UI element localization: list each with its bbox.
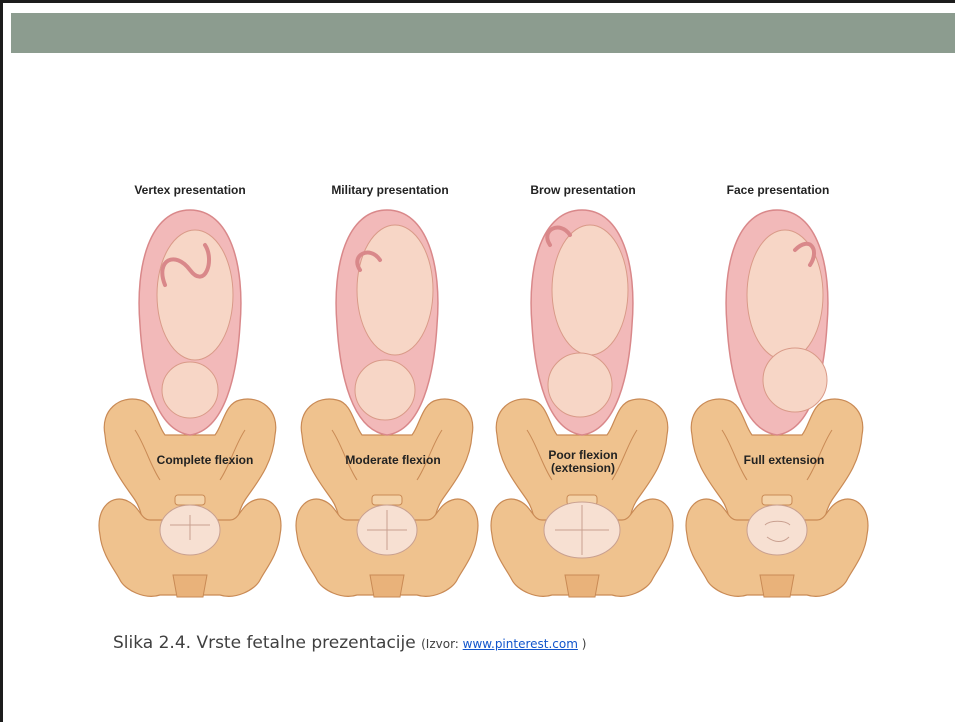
- label-moderate-flexion: Moderate flexion: [298, 454, 488, 467]
- full-extension-pelvis: [686, 495, 868, 597]
- vertex-illustration: [104, 210, 276, 537]
- source-link[interactable]: www.pinterest.com: [463, 637, 578, 651]
- caption-source: (Izvor: www.pinterest.com ): [421, 637, 586, 651]
- illustrations: [95, 175, 885, 600]
- military-illustration: [301, 210, 473, 537]
- face-illustration: [691, 210, 863, 537]
- caption-source-prefix: (Izvor:: [421, 637, 463, 651]
- label-poor-flexion: Poor flexion (extension): [488, 449, 678, 475]
- moderate-flexion-pelvis: [296, 495, 478, 597]
- label-complete-flexion-line1: Complete flexion: [157, 453, 254, 467]
- label-full-extension: Full extension: [689, 454, 879, 467]
- header-bar: [11, 13, 955, 53]
- label-complete-flexion: Complete flexion: [110, 454, 300, 467]
- brow-illustration: [496, 210, 668, 537]
- label-moderate-flexion-line1: Moderate flexion: [345, 453, 440, 467]
- poor-flexion-pelvis: [491, 495, 673, 597]
- caption-main: Slika 2.4. Vrste fetalne prezentacije: [113, 633, 416, 653]
- label-full-extension-line1: Full extension: [744, 453, 825, 467]
- fetal-presentation-figure: Vertex presentation Military presentatio…: [95, 175, 885, 600]
- figure-caption: Slika 2.4. Vrste fetalne prezentacije (I…: [113, 633, 586, 653]
- complete-flexion-pelvis: [99, 495, 281, 597]
- caption-source-suffix: ): [578, 637, 587, 651]
- label-poor-flexion-line2: (extension): [488, 462, 678, 475]
